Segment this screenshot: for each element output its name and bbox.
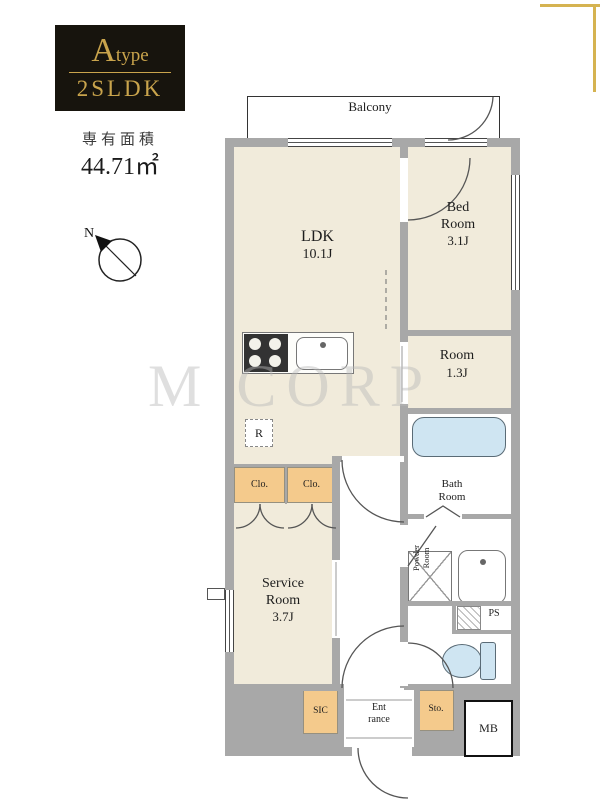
- room-1-3-floor: [404, 334, 511, 410]
- wall: [230, 464, 336, 467]
- stove-burner: [249, 355, 261, 367]
- ldk-name: LDK: [301, 228, 334, 245]
- powder-room-label: Powder Room: [411, 523, 431, 593]
- wall: [404, 408, 511, 414]
- service-line1: Service: [262, 576, 304, 591]
- wall: [452, 604, 456, 632]
- type-letter: A: [91, 32, 116, 69]
- powder-line1: Powder: [410, 545, 421, 572]
- window: [225, 590, 234, 652]
- kitchen-sink: [296, 337, 348, 370]
- stove-burner: [249, 338, 261, 350]
- wall: [414, 684, 420, 756]
- door-opening: [332, 560, 340, 638]
- bedroom-label: Bed Room 3.1J: [415, 200, 501, 248]
- type-name: Atype: [55, 32, 185, 70]
- toilet-tank: [480, 642, 496, 680]
- room-name: Room: [439, 348, 475, 363]
- wall: [404, 601, 511, 606]
- type-badge: Atype 2SLDK: [55, 25, 185, 111]
- compass-circle: [98, 238, 142, 282]
- bedroom-size: 3.1J: [447, 233, 469, 249]
- entrance-line1: Ent: [372, 702, 386, 713]
- wall: [225, 138, 234, 756]
- bath-line2: Room: [438, 490, 466, 503]
- north-label: N: [84, 226, 94, 241]
- badge-divider: [69, 72, 171, 73]
- stove: [244, 334, 288, 372]
- hallway-floor: [336, 456, 406, 688]
- bathtub: [412, 417, 506, 457]
- window: [288, 138, 392, 147]
- service-room-label: Service Room 3.7J: [235, 576, 331, 624]
- wall: [404, 330, 511, 336]
- storage-closet: [418, 690, 454, 731]
- door-opening: [342, 456, 404, 462]
- stove-burner: [269, 338, 281, 350]
- mb-label: MB: [479, 721, 498, 735]
- refrigerator-space: R: [245, 419, 273, 447]
- wall: [418, 731, 454, 756]
- gold-frame-right: [593, 4, 596, 92]
- vanity-sink: [458, 550, 506, 604]
- compass-needle-line: [105, 245, 137, 277]
- wall: [454, 684, 466, 756]
- door-opening: [424, 514, 462, 519]
- wall: [452, 630, 511, 634]
- wall: [466, 684, 511, 704]
- faucet-icon: [320, 342, 326, 348]
- wall: [225, 684, 303, 756]
- window: [425, 138, 487, 147]
- service-line2: Room: [265, 592, 301, 608]
- wall: [511, 138, 520, 756]
- entrance-line2: rance: [368, 713, 390, 725]
- entrance-label: Ent rance: [349, 702, 409, 726]
- toilet-bowl: [442, 644, 482, 678]
- closet-left-label: Clo.: [251, 479, 268, 490]
- closet-left: [234, 467, 285, 503]
- window-sill: [207, 588, 225, 600]
- type-suffix: type: [115, 45, 149, 66]
- closet-right: [287, 467, 336, 503]
- compass-needle-arrow: [95, 235, 112, 252]
- powder-line2: Room: [421, 547, 431, 569]
- layout-label: 2SLDK: [76, 76, 164, 101]
- service-room-floor: [230, 503, 336, 686]
- bathroom-label: Bath Room: [420, 478, 484, 504]
- area-caption: 専有面積: [81, 132, 158, 148]
- closet-right-label: Clo.: [303, 479, 320, 490]
- faucet-icon: [480, 559, 486, 565]
- ldk-label: LDK 10.1J: [270, 228, 365, 263]
- balcony-label: Balcony: [348, 99, 392, 114]
- room-1-3-label: Room 1.3J: [414, 348, 500, 380]
- window: [511, 175, 520, 290]
- entrance-floor: [344, 688, 414, 756]
- bath-line1: Bath: [441, 478, 463, 490]
- ldk-size: 10.1J: [302, 246, 333, 262]
- service-size: 3.7J: [272, 609, 294, 625]
- door-opening: [400, 342, 408, 404]
- door-opening: [400, 525, 408, 567]
- pipe-shaft-hatch: [457, 606, 481, 630]
- meter-box: MB: [464, 700, 513, 757]
- ldk-floor: [230, 145, 405, 465]
- stove-burner: [269, 355, 281, 367]
- gold-frame-top: [540, 4, 600, 7]
- sic-label: SIC: [313, 706, 328, 716]
- ps-label: PS: [488, 608, 500, 619]
- door-opening: [400, 158, 408, 222]
- area-value: 44.71㎡: [81, 154, 159, 180]
- bedroom-name-line2: Room: [440, 216, 476, 232]
- wall: [400, 138, 408, 334]
- door-opening: [400, 642, 408, 686]
- room-size: 1.3J: [446, 364, 468, 380]
- wall: [285, 466, 287, 504]
- compass-icon: N: [84, 226, 142, 282]
- wall: [303, 734, 338, 756]
- storage-label: Sto.: [428, 704, 444, 714]
- bedroom-name-line1: Bed: [446, 200, 470, 215]
- wall: [338, 684, 344, 756]
